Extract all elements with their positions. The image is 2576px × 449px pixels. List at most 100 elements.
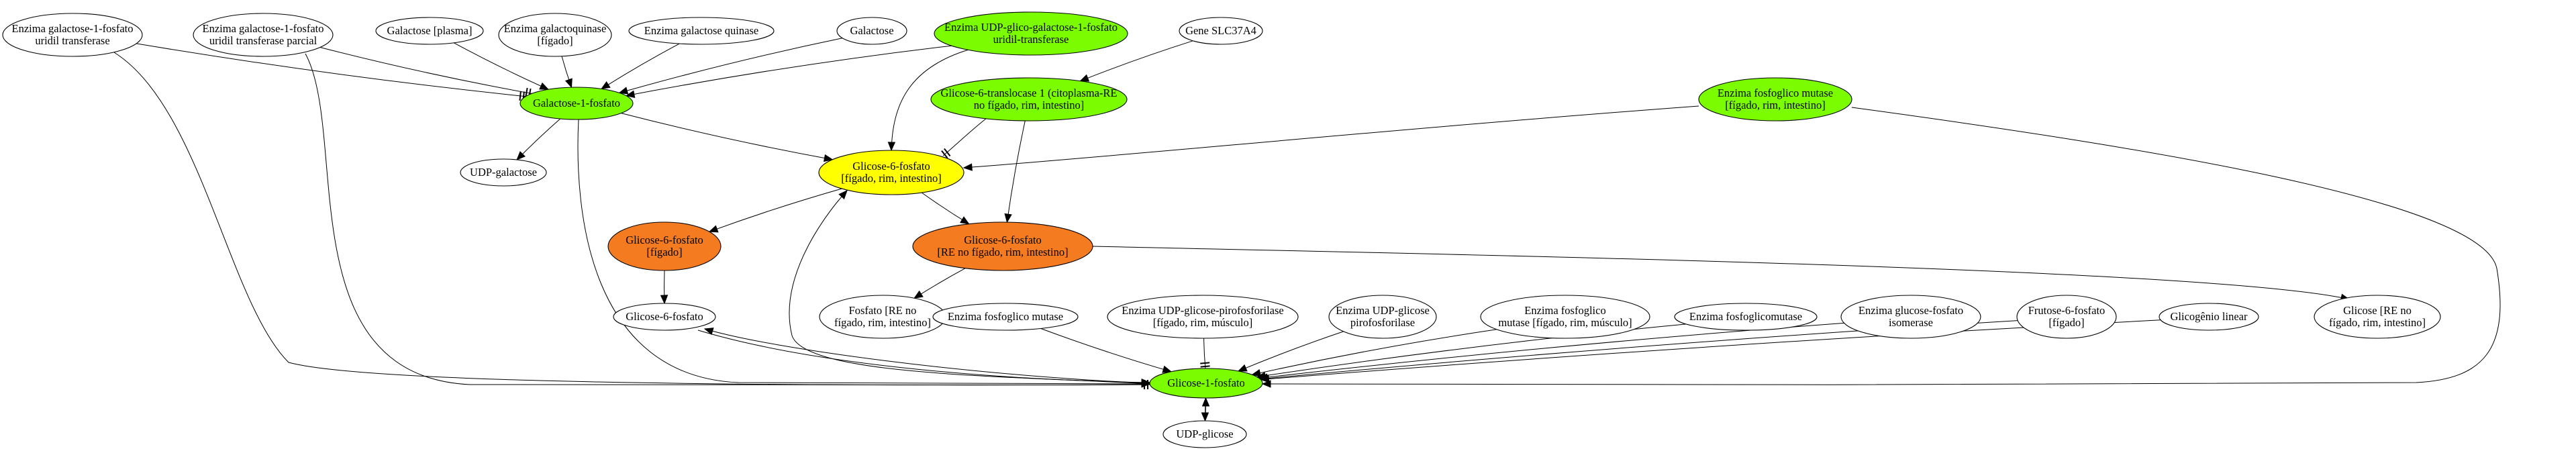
node-galactoquinase-figado-label-line-1: Enzima galactoquinase <box>504 22 607 35</box>
node-fosfoglico-mutase-ellipse <box>932 303 1079 331</box>
edge-udp-glicose-to-g1p <box>1201 397 1210 421</box>
edge-udp-glicose-pirofosforilase-long-to-g1p-tee-bar-2 <box>1200 362 1210 364</box>
node-galactoquinase-figado-ellipse <box>498 13 612 57</box>
edge-g6p-re-to-glicose-re-line <box>1092 246 2350 300</box>
node-g6p-translocase-ellipse <box>930 77 1128 121</box>
node-udp-glicose-ellipse <box>1162 420 1247 448</box>
edge-fosfoglico-mutase-musculo-to-g1p-line <box>1252 329 1497 375</box>
node-galt-uridil-parcial-ellipse <box>193 13 334 57</box>
node-g6p-translocase-label-line-2: no fígado, rim, intestino] <box>974 99 1085 111</box>
node-udp-glico-galactose-label-line-2: uridil-transferase <box>993 33 1069 46</box>
node-fosfoglico-mutase-musculo-label-line-2: mutase [fígado, rim, músculo] <box>1498 316 1632 329</box>
node-fosfoglico-mutase-figado-label-line-1: Enzima fosfoglico mutase <box>1718 87 1833 99</box>
node-galactose-1-fosfato: Galactose-1-fosfato <box>519 87 634 120</box>
node-g6p-figado: Glicose-6-fosfato[fígado] <box>607 221 722 271</box>
node-glucose-fosfato-isomerase-label-line-1: Enzima glucose-fosfato <box>1859 304 1963 317</box>
node-udp-galactose-label-line-1: UDP-galactose <box>470 166 537 179</box>
edge-galactose-to-galactose-1-fosfato-arrowhead <box>618 87 629 95</box>
node-galactose-plasma: Galactose [plasma] <box>375 17 484 45</box>
node-galt-uridil-1-label-line-2: uridil transferase <box>35 34 109 47</box>
edge-galt-uridil-parcial-to-galactose-1-fosfato-line <box>319 47 532 94</box>
node-g6p-translocase: Glicose-6-translocase 1 (citoplasma-REno… <box>930 77 1128 121</box>
node-frutose-6-fosfato-ellipse <box>2016 295 2117 339</box>
edge-g6p-re-to-fosfato-re-line <box>913 268 966 299</box>
edge-g1p-to-g6p-plain <box>703 328 1150 384</box>
node-udp-glicose-pirofosforilase-long-label-line-2: [fígado, rim, músculo] <box>1153 316 1252 329</box>
node-gene-slc37a4-label-line-1: Gene SLC37A4 <box>1185 24 1256 37</box>
edge-udp-glico-galactose-to-galactose-1-fosfato-line <box>626 45 952 97</box>
edge-galactose-to-galactose-1-fosfato <box>618 38 843 95</box>
edge-fosfoglico-mutase-figado-to-g1p-line <box>1262 107 2501 385</box>
node-udp-glicose-pirofosforilase-long: Enzima UDP-glicose-pirofosforilase[fígad… <box>1107 295 1299 339</box>
edge-udp-glicose-pirofosforilase-to-g1p <box>1237 331 1344 372</box>
node-galactose: Galactose <box>836 17 907 45</box>
edge-g1p-to-g6p-plain-arrowhead <box>703 328 714 336</box>
edge-galactose-1-fosfato-to-g1p-line <box>577 119 1150 385</box>
node-fosfato-re-label-line-2: fígado, rim, intestino] <box>834 316 931 329</box>
edge-gene-slc37a4-to-g6p-translocase-arrowhead <box>1079 74 1090 82</box>
node-g6p-re-label-line-2: [RE no fígado, rim, intestino] <box>937 246 1068 258</box>
node-g6p-re-ellipse <box>912 221 1093 271</box>
node-fosfoglico-mutase-figado: Enzima fosfoglico mutase[fígado, rim, in… <box>1698 77 1852 121</box>
node-fosfoglico-mutase-musculo: Enzima fosfoglicomutase [fígado, rim, mú… <box>1480 295 1650 339</box>
node-galactoquinase-figado: Enzima galactoquinase[fígado] <box>498 13 612 57</box>
node-galactose-quinase-label-line-1: Enzima galactose quinase <box>644 24 758 37</box>
edge-fosfoglico-mutase-musculo-to-g1p-arrowhead <box>1251 368 1262 377</box>
edge-galactoquinase-figado-to-galactose-1-fosfato <box>561 56 573 89</box>
edge-gene-slc37a4-to-g6p-translocase <box>1079 40 1193 82</box>
node-galt-uridil-parcial-label-line-2: uridil transferase parcial <box>209 34 317 47</box>
edge-galt-uridil-parcial-to-galactose-1-fosfato-tee-bar-2 <box>525 87 528 98</box>
node-galactoquinase-figado-label-line-2: [fígado] <box>537 34 573 47</box>
edge-galactose-quinase-to-galactose-1-fosfato-line <box>601 43 680 89</box>
edge-g6p-figado-to-g6p-plain <box>660 270 668 305</box>
node-galt-uridil-parcial-label-line-1: Enzima galactose-1-fosfato <box>203 22 324 35</box>
node-galactose-plasma-label-line-1: Galactose [plasma] <box>387 24 473 37</box>
node-udp-glicose-label-line-1: UDP-glicose <box>1176 428 1233 440</box>
edge-galactose-1-fosfato-to-g6p-main-arrowhead <box>823 154 834 162</box>
node-frutose-6-fosfato-label-line-1: Frutose-6-fosfato <box>2028 304 2106 317</box>
node-galactose-1-fosfato-ellipse <box>519 87 634 120</box>
node-fosfoglico-mutase-label-line-1: Enzima fosfoglico mutase <box>948 310 1063 323</box>
edge-galactose-quinase-to-galactose-1-fosfato <box>600 43 680 90</box>
edge-g6p-main-to-g6p-figado <box>708 188 842 233</box>
node-g1p-label-line-1: Glicose-1-fosfato <box>1167 377 1244 389</box>
edge-udp-glicose-to-g1p-arrowhead <box>1201 397 1210 407</box>
node-fosfato-re-label-line-1: Fosfato [RE no <box>849 304 917 317</box>
node-galactose-1-fosfato-label-line-1: Galactose-1-fosfato <box>533 97 620 109</box>
node-glucose-fosfato-isomerase-label-line-2: isomerase <box>1889 316 1933 329</box>
node-galactose-quinase: Enzima galactose quinase <box>628 17 775 45</box>
edge-g6p-main-to-g6p-re-arrowhead <box>959 216 970 225</box>
node-udp-galactose: UDP-galactose <box>460 158 547 187</box>
node-g6p-figado-label-line-1: Glicose-6-fosfato <box>626 234 703 246</box>
node-glicose-re-label-line-1: Glicose [RE no <box>2343 304 2412 317</box>
edge-galactoquinase-figado-to-galactose-1-fosfato-arrowhead <box>564 78 573 89</box>
edge-galactose-1-fosfato-to-udp-galactose-arrowhead <box>516 151 526 160</box>
node-udp-galactose-ellipse <box>460 158 547 187</box>
node-frutose-6-fosfato-label-line-2: [fígado] <box>2048 316 2084 329</box>
node-glicose-re-ellipse <box>2314 295 2441 339</box>
edge-g1p-to-g6p-main-arrowhead <box>838 190 848 200</box>
edge-g6p-translocase-to-g6p-main-line <box>942 117 987 156</box>
edge-glicogenio-linear-to-g1p-arrowhead <box>1260 375 1270 383</box>
edge-galactose-1-fosfato-to-udp-galactose-line <box>516 118 561 160</box>
edge-g6p-main-to-g6p-figado-line <box>709 188 842 232</box>
edge-fosfoglico-mutase-figado-to-g6p-main-line <box>963 105 1699 168</box>
edge-udp-glico-galactose-to-galactose-1-fosfato <box>625 45 952 98</box>
edge-gene-slc37a4-to-g6p-translocase-line <box>1080 40 1193 82</box>
edge-g6p-re-to-fosfato-re <box>913 268 966 299</box>
node-fosfoglicomutase: Enzima fosfoglicomutase <box>1674 303 1818 331</box>
edge-g6p-translocase-to-g6p-re <box>1004 120 1026 223</box>
edge-g6p-translocase-to-g6p-re-line <box>1006 120 1026 223</box>
node-g6p-main-label-line-2: [fígado, rim, intestino] <box>841 172 941 185</box>
node-g6p-translocase-label-line-1: Glicose-6-translocase 1 (citoplasma-RE <box>941 87 1118 99</box>
node-udp-glico-galactose: Enzima UDP-glico-galactose-1-fosfatourid… <box>934 11 1128 56</box>
edge-galt-uridil-1-to-galactose-1-fosfato-line <box>136 43 526 97</box>
node-g6p-main-label-line-1: Glicose-6-fosfato <box>852 160 930 172</box>
node-udp-glicose-pirofosforilase-long-ellipse <box>1107 295 1299 339</box>
edge-layer <box>113 38 2501 422</box>
edge-g6p-plain-to-g1p-arrowhead <box>1141 379 1151 387</box>
